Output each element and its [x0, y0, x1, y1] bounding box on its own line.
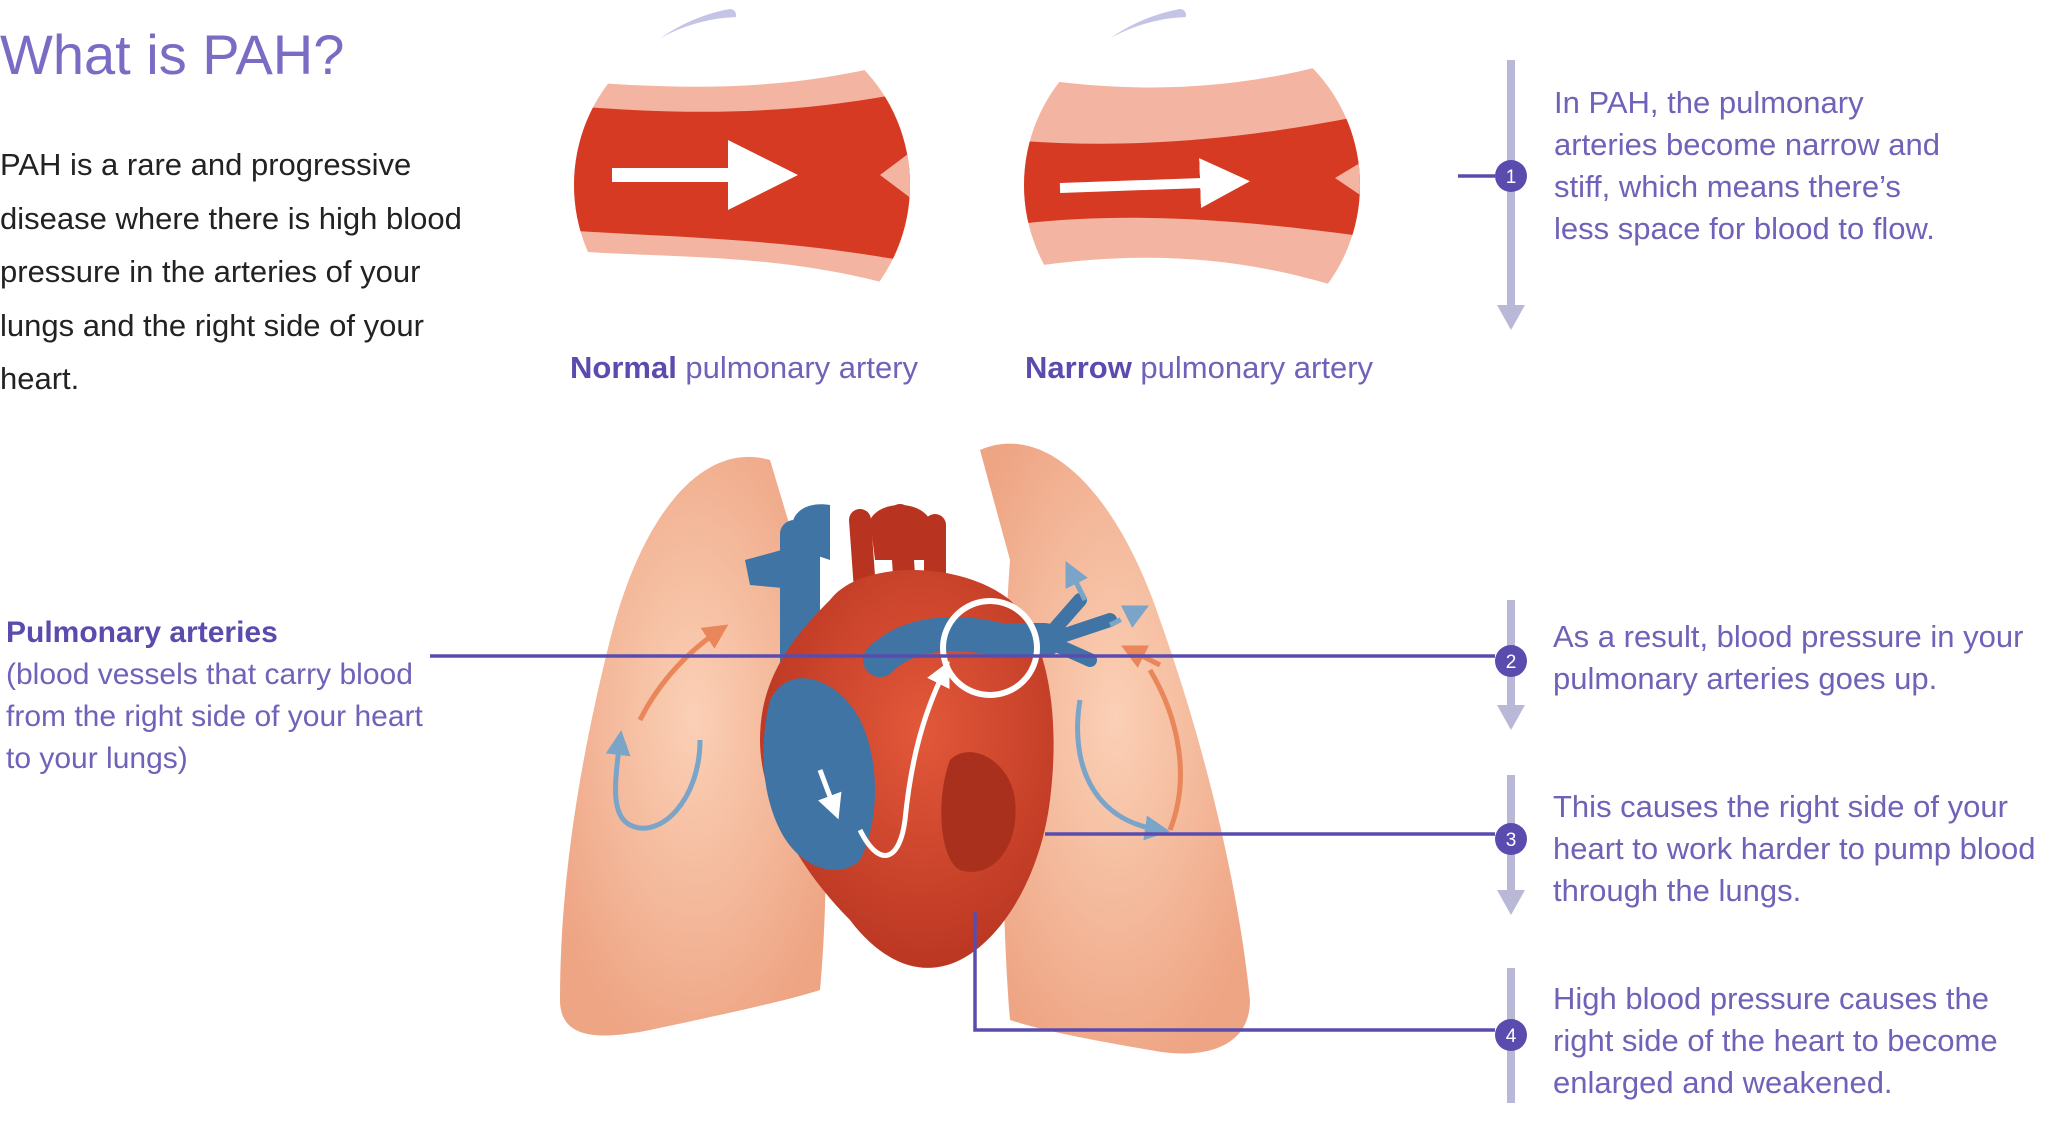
normal-artery-label-rest: pulmonary artery — [676, 350, 919, 385]
timeline-arrows — [1497, 60, 1525, 1103]
step-badge-2: 2 — [1495, 645, 1527, 677]
pulmonary-arteries-heading: Pulmonary arteries — [6, 616, 278, 649]
step-1-text: In PAH, the pulmonary arteries become na… — [1554, 85, 1940, 246]
narrow-artery-illustration — [1024, 9, 1360, 353]
svg-text:2: 2 — [1506, 652, 1517, 673]
step-3-text: This causes the right side of your heart… — [1553, 789, 2036, 908]
connector-lines — [430, 174, 1495, 1032]
normal-artery-label-bold: Normal — [570, 350, 677, 385]
lungs-illustration — [560, 443, 1250, 1054]
step-badge-4: 4 — [1495, 1019, 1527, 1051]
normal-artery-illustration — [574, 9, 910, 353]
intro-paragraph: PAH is a rare and progressive disease wh… — [0, 147, 462, 396]
svg-text:1: 1 — [1506, 167, 1517, 188]
step-badge-3: 3 — [1495, 823, 1527, 855]
svg-text:3: 3 — [1506, 830, 1517, 851]
normal-artery-label: Normal pulmonary artery — [570, 350, 918, 386]
heart-illustration — [745, 504, 1149, 968]
narrow-artery-label-bold: Narrow — [1025, 350, 1132, 385]
narrow-artery-label: Narrow pulmonary artery — [1025, 350, 1373, 386]
narrow-artery-label-rest: pulmonary artery — [1131, 350, 1374, 385]
svg-text:4: 4 — [1506, 1026, 1517, 1047]
lung-flow-arrows — [605, 624, 1183, 841]
step-badge-1: 1 — [1495, 160, 1527, 192]
step-4-text: High blood pressure causes the right sid… — [1553, 981, 1998, 1100]
pulmonary-arteries-description: (blood vessels that carry blood from the… — [6, 658, 423, 775]
pulmonary-arteries-label: Pulmonary arteries (blood vessels that c… — [6, 612, 426, 780]
page-title: What is PAH? — [0, 23, 345, 86]
step-2-text: As a result, blood pressure in your pulm… — [1553, 619, 2024, 696]
